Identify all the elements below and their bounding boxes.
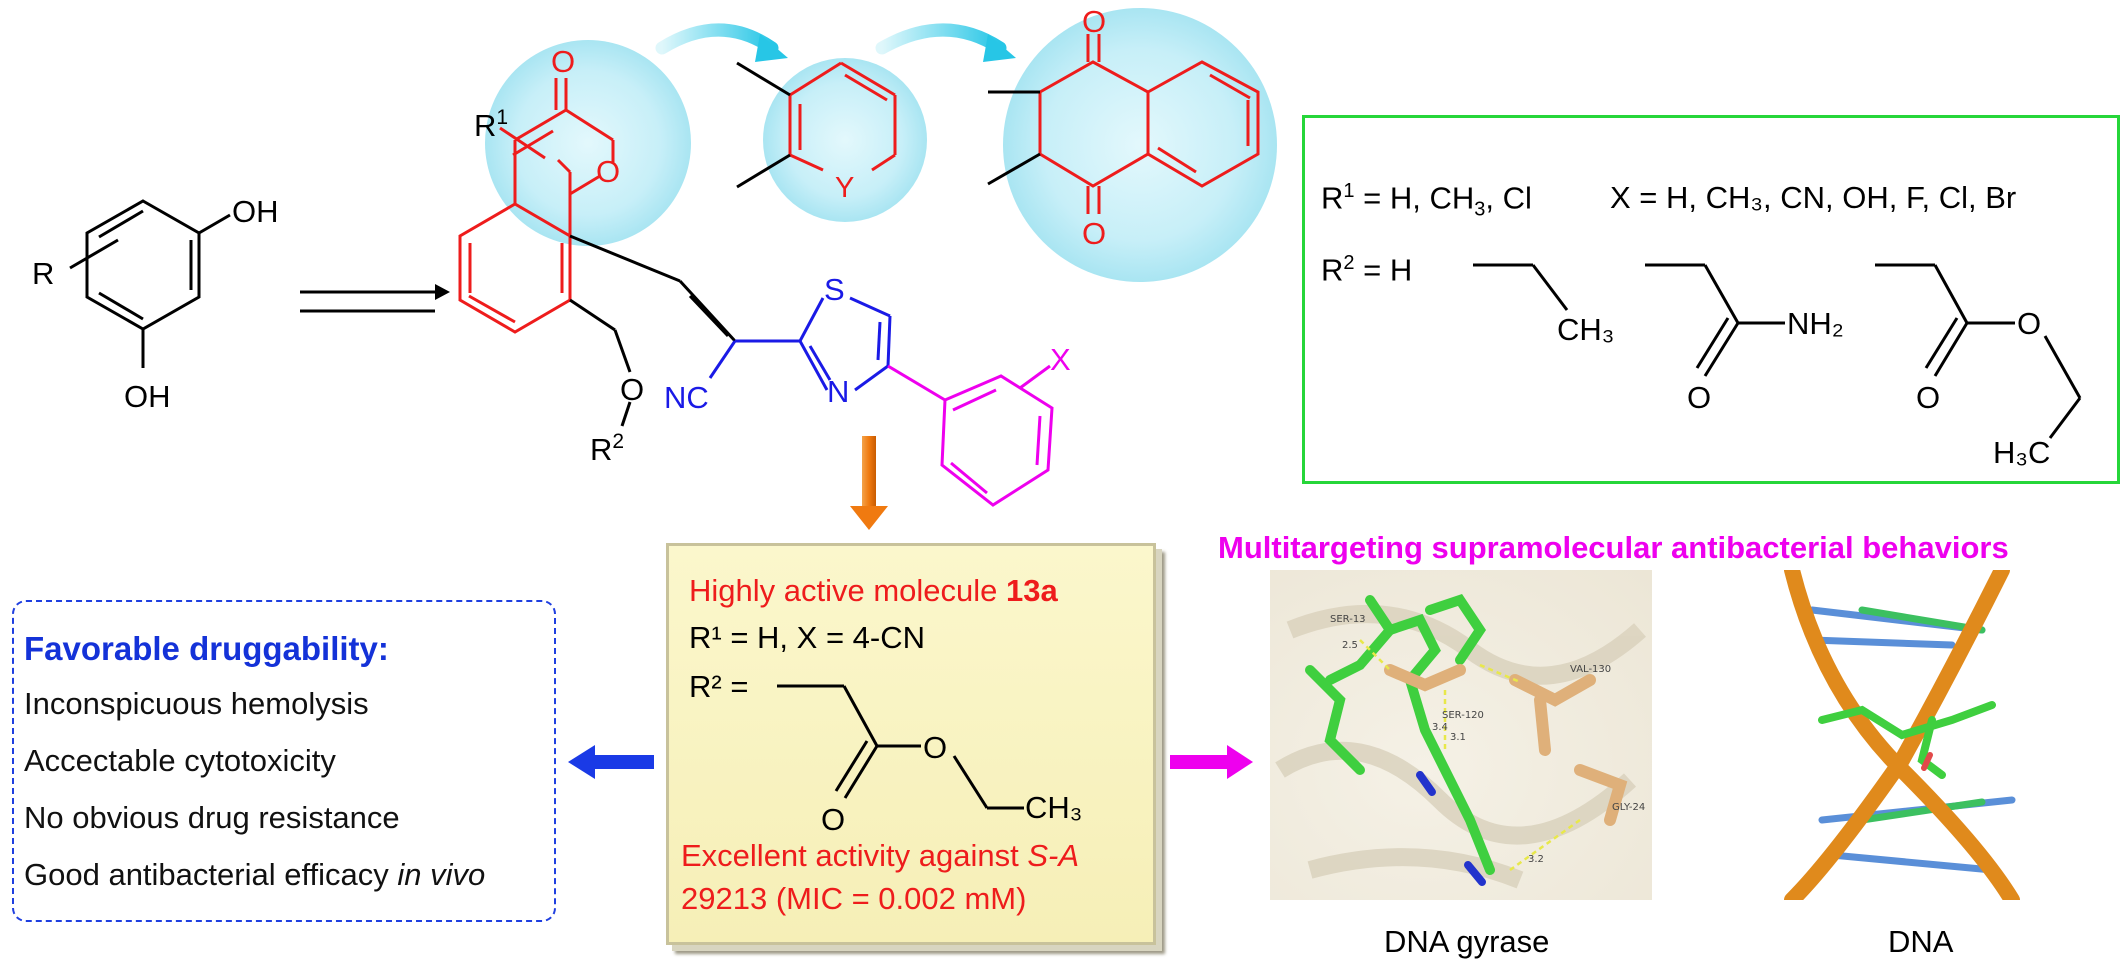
druggability-item: Good antibacterial efficacy in vivo — [24, 857, 486, 892]
ester-o-single: O — [2017, 306, 2041, 341]
aryl-x-label: X — [1050, 342, 1071, 377]
residue-label: GLY-24 — [1612, 802, 1645, 813]
druggability-item: Accectable cytotoxicity — [24, 743, 336, 778]
ether-bond-r2 — [620, 401, 632, 427]
naphthoquinone-o-top: O — [1082, 4, 1106, 39]
resorcinol-oh-bottom-label: OH — [124, 379, 171, 414]
hit-ester-structure: O O CH₃ — [777, 684, 1082, 837]
targets-heading: Multitargeting supramolecular antibacter… — [1218, 530, 2009, 565]
hit-activity-line1: Excellent activity against S-A — [681, 838, 1080, 873]
hit-compound-box: Highly active molecule 13a R¹ = H, X = 4… — [666, 543, 1156, 945]
residue-label: VAL-130 — [1570, 664, 1611, 675]
thiazole-s-label: S — [824, 272, 845, 307]
amide-o: O — [1687, 380, 1711, 415]
gyrase-docking-image: SER-13 VAL-130 SER-120 GLY-24 2.5 3.1 3.… — [1270, 570, 1652, 900]
pyridine-methyls — [736, 61, 791, 189]
druggability-item: No obvious drug resistance — [24, 800, 400, 835]
hit-ester-o-single: O — [923, 730, 947, 765]
dna-caption: DNA — [1888, 924, 1954, 959]
ether-bond — [569, 298, 616, 332]
hit-activity-line2: 29213 (MIC = 0.002 mM) — [681, 881, 1027, 916]
ester-o-double: O — [1916, 380, 1940, 415]
core-r1-label: R1 — [474, 106, 508, 143]
residue-label: SER-120 — [1442, 710, 1484, 721]
distance-label: 2.5 — [1342, 640, 1358, 651]
ester-h3c: H₃C — [1993, 435, 2050, 470]
left-arrow — [568, 745, 654, 779]
right-arrow — [1170, 745, 1253, 779]
aryl-ring — [887, 364, 1054, 507]
distance-label: 3.2 — [1528, 854, 1544, 865]
distance-label: 3.1 — [1450, 732, 1466, 743]
thiazole-ring — [798, 296, 892, 392]
druggability-title: Favorable druggability: — [24, 630, 389, 667]
resorcinol-structure — [69, 199, 231, 368]
nitrile-label: NC — [664, 380, 709, 415]
ether-bond-2 — [613, 329, 632, 373]
coumarin-carbonyl-o: O — [551, 44, 575, 79]
transition-arrow-1 — [655, 23, 788, 62]
multistep-arrow — [300, 284, 450, 313]
transition-arrow-2 — [875, 23, 1016, 62]
naphthoquinone-highlight — [1003, 8, 1277, 282]
core-r2-label: R2 — [590, 430, 624, 467]
naphthoquinone-o-bottom: O — [1082, 216, 1106, 251]
core-ether-o: O — [620, 372, 644, 407]
hit-ester-o-double: O — [821, 802, 845, 837]
coumarin-highlight — [485, 40, 691, 246]
residue-label: SER-13 — [1330, 614, 1366, 625]
gyrase-caption: DNA gyrase — [1384, 924, 1549, 959]
coumarin-ring-o: O — [596, 154, 620, 189]
amide-nh2: NH₂ — [1787, 306, 1844, 341]
r2-definition: R2 = H — [1321, 252, 1413, 288]
r1-definition: R1 = H, CH3, Cl — [1321, 180, 1532, 221]
naphthoquinone-methyls — [987, 90, 1041, 186]
hit-r1x: R¹ = H, X = 4-CN — [689, 620, 925, 655]
distance-label: 3.4 — [1432, 722, 1448, 733]
hit-title: Highly active molecule 13a — [689, 573, 1058, 608]
down-arrow — [850, 436, 888, 530]
dna-docking-image — [1752, 570, 2046, 900]
r2-options: CH₃ O NH₂ O O H₃C — [1473, 263, 2082, 470]
x-definition: X = H, CH₃, CN, OH, F, Cl, Br — [1610, 180, 2017, 215]
hit-r2: R² = — [689, 669, 749, 704]
ethyl-ch3: CH₃ — [1557, 312, 1614, 347]
pyridine-fragment — [788, 61, 897, 172]
druggability-box: Favorable druggability: Inconspicuous he… — [12, 600, 556, 922]
vinyl-linker — [569, 234, 737, 343]
nitrile-group — [708, 339, 800, 379]
resorcinol-oh-top-label: OH — [232, 194, 279, 229]
resorcinol-r-label: R — [32, 256, 54, 291]
pyridine-y-label: Y — [835, 172, 854, 204]
thiazole-n-label: N — [827, 374, 849, 409]
substituent-definitions: R1 = H, CH3, Cl X = H, CH₃, CN, OH, F, C… — [1302, 115, 2120, 484]
druggability-item: Inconspicuous hemolysis — [24, 686, 369, 721]
hit-ester-ch3: CH₃ — [1025, 790, 1082, 825]
